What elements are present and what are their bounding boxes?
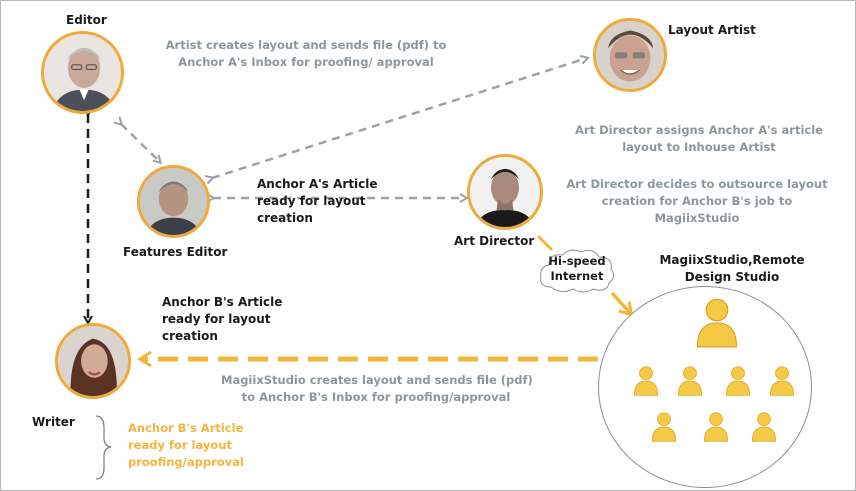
writer-avatar <box>55 323 131 399</box>
note-line: creation <box>162 329 218 343</box>
note-line: ready for layout <box>128 438 232 452</box>
arrow-internet-to-studio <box>610 291 630 313</box>
internet-label-line: Hi-speed <box>548 254 606 268</box>
note-line: creation for Anchor B's job to <box>601 194 793 208</box>
note-line: creation <box>257 211 313 225</box>
layout-artist-avatar <box>593 18 667 92</box>
remote-studio-circle <box>598 286 812 488</box>
arrow-editor-to-features-editor <box>121 124 160 162</box>
internet-label: Hi-speed Internet <box>545 254 609 284</box>
features-editor-avatar <box>137 165 210 238</box>
user-icon <box>677 366 703 396</box>
art-director-avatar <box>467 154 543 230</box>
note-line: MagiixStudio <box>654 211 740 225</box>
user-icon <box>633 366 659 396</box>
art-director-label: Art Director <box>454 234 535 248</box>
note-line: Anchor A's Article <box>257 177 378 191</box>
note-line: Art Director assigns Anchor A's article <box>575 123 823 137</box>
editor-photo <box>44 34 121 111</box>
layout-artist-label: Layout Artist <box>668 23 756 37</box>
note-anchor-b-proofing: Anchor B's Article ready for layout proo… <box>128 420 244 471</box>
internet-label-line: Internet <box>550 269 604 283</box>
user-icon <box>703 412 729 442</box>
note-line: proofing/approval <box>128 455 244 469</box>
note-art-director-assigns: Art Director assigns Anchor A's article … <box>574 122 824 156</box>
note-line: ready for layout <box>257 194 366 208</box>
note-art-director-outsources: Art Director decides to outsource layout… <box>560 176 834 227</box>
note-line: Anchor B's Article <box>162 295 283 309</box>
note-line: Anchor A's Inbox for proofing/ approval <box>178 55 434 69</box>
note-anchor-b-ready: Anchor B's Article ready for layout crea… <box>162 294 282 345</box>
user-icon <box>751 412 777 442</box>
note-line: to Anchor B's Inbox for proofing/approva… <box>241 390 511 404</box>
user-icon <box>696 298 738 348</box>
studio-title-line: MagiixStudio,Remote <box>659 253 805 267</box>
studio-title-line: Design Studio <box>684 270 780 284</box>
note-line: Anchor B's Article <box>128 421 244 435</box>
art-director-photo <box>470 157 540 227</box>
cloud-icon <box>540 249 615 293</box>
writer-brace <box>95 415 112 480</box>
layout-artist-photo <box>596 21 664 89</box>
note-magiix-sends-layout: MagiixStudio creates layout and sends fi… <box>221 372 533 406</box>
note-artist-sends-layout: Artist creates layout and sends file (pd… <box>156 37 456 71</box>
features-editor-photo <box>140 168 207 235</box>
studio-title: MagiixStudio,Remote Design Studio <box>659 252 804 286</box>
connector-art-director-to-internet <box>536 234 554 252</box>
note-line: MagiixStudio creates layout and sends fi… <box>221 373 533 387</box>
editor-label: Editor <box>66 13 107 27</box>
writer-label: Writer <box>32 415 75 429</box>
note-line: layout to Inhouse Artist <box>622 140 776 154</box>
note-line: ready for layout <box>162 312 271 326</box>
note-line: Artist creates layout and sends file (pd… <box>165 38 447 52</box>
note-anchor-a-ready: Anchor A's Article ready for layout crea… <box>257 176 378 227</box>
features-editor-label: Features Editor <box>123 245 228 259</box>
editor-avatar <box>41 31 124 114</box>
writer-photo <box>58 326 128 396</box>
user-icon <box>725 366 751 396</box>
user-icon <box>651 412 677 442</box>
note-line: Art Director decides to outsource layout <box>566 177 828 191</box>
user-icon <box>769 366 795 396</box>
arrow-features-editor-layout-artist <box>212 58 587 178</box>
